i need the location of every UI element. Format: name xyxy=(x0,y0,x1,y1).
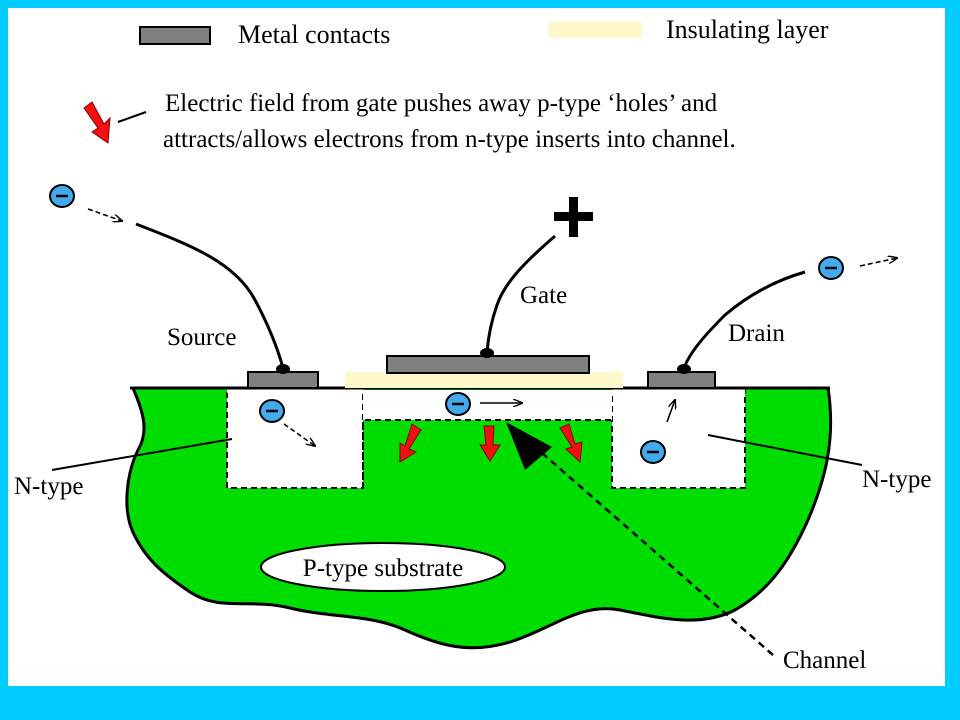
source-label: Source xyxy=(167,324,236,351)
n-right-leader xyxy=(707,434,863,466)
legend-field-text-1: Electric field from gate pushes away p-t… xyxy=(165,90,718,117)
field-arrow-icon xyxy=(399,423,422,463)
electron-icon xyxy=(49,184,75,208)
plus-icon xyxy=(554,197,593,237)
drain-solder-dot xyxy=(677,364,691,374)
electron-motion-arrow xyxy=(87,208,122,221)
gate-label: Gate xyxy=(520,282,567,309)
channel-label: Channel xyxy=(783,647,866,674)
legend-metal-swatch xyxy=(139,26,211,45)
field-arrow-icon xyxy=(479,425,501,462)
channel-boundary xyxy=(362,419,612,488)
electron-icon xyxy=(259,399,285,423)
drain-wire xyxy=(682,270,806,369)
channel-pointer-line xyxy=(517,431,774,656)
n-type-region-right xyxy=(611,389,746,489)
legend-field-arrow-icon xyxy=(83,101,111,144)
legend-insulator-swatch xyxy=(548,22,642,38)
n-type-right-label: N-type xyxy=(862,466,931,493)
legend-metal-label: Metal contacts xyxy=(238,20,390,49)
n-left-leader xyxy=(51,438,233,471)
n-type-left-label: N-type xyxy=(14,473,83,500)
n-type-region-left xyxy=(226,389,364,489)
drain-label: Drain xyxy=(728,320,785,347)
electron-icon xyxy=(818,256,844,280)
source-solder-dot xyxy=(276,364,290,374)
gate-contact xyxy=(386,355,590,374)
source-wire xyxy=(135,222,285,369)
electron-motion-arrow xyxy=(666,400,675,423)
legend-leader-line xyxy=(117,111,147,123)
field-arrow-icon xyxy=(559,423,583,464)
channel-pointer-head xyxy=(506,422,552,470)
legend-insulator-label: Insulating layer xyxy=(666,15,829,44)
electron-motion-arrow xyxy=(283,423,315,446)
electron-icon xyxy=(445,392,471,416)
electron-icon xyxy=(640,440,666,464)
gate-solder-dot xyxy=(480,348,494,358)
electron-motion-arrow xyxy=(859,258,897,267)
legend-field-text-2: attracts/allows electrons from n-type in… xyxy=(163,126,736,153)
substrate-label-oval xyxy=(260,542,506,592)
substrate-label: P-type substrate xyxy=(303,555,463,582)
channel-region xyxy=(363,390,612,420)
gate-wire xyxy=(485,234,556,353)
source-contact xyxy=(247,371,319,389)
insulating-layer xyxy=(345,372,623,388)
drain-contact xyxy=(647,371,716,389)
